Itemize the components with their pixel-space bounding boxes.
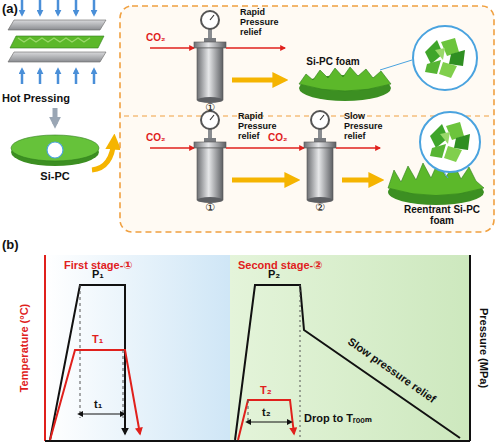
temperature-curve	[238, 400, 294, 440]
co2-inlet-arrow	[226, 147, 304, 149]
pressure-axis	[469, 255, 471, 441]
guide-line	[248, 400, 249, 424]
guide-line	[123, 350, 124, 418]
product-name: Si-PC foam	[296, 56, 370, 67]
gas-label: CO₂	[146, 32, 180, 43]
route-two	[150, 111, 484, 205]
si-pc-sheet	[10, 36, 104, 48]
panel-label: (b)	[2, 238, 32, 252]
zoom-line	[380, 60, 412, 70]
guide-line	[80, 285, 81, 418]
foam-microstructure	[430, 122, 470, 162]
sheet-texture	[18, 38, 90, 42]
step-label: Rapid Pressure relief	[240, 8, 294, 38]
press-arrows-down	[22, 0, 94, 14]
magnifier-small	[47, 142, 63, 158]
graphic-part	[39, 0, 42, 14]
pressure-vessel	[194, 11, 226, 103]
process-frame	[120, 6, 494, 232]
panel-label: (a)	[2, 2, 32, 16]
stage-title: First stage-①	[64, 259, 133, 272]
transfer-arrow	[232, 78, 282, 83]
stage-band: First stage-①	[46, 255, 230, 440]
foam-microstructure	[425, 38, 465, 78]
step-label: Rapid Pressure relief	[238, 112, 292, 142]
product-name: Reentrant Si-PC foam	[392, 204, 492, 226]
bottom-plate	[8, 52, 106, 62]
graphic-part	[39, 70, 42, 84]
material-name: Si-PC	[22, 170, 88, 182]
graphic-part	[75, 70, 78, 84]
pressure-curve	[50, 285, 125, 440]
graphic-part	[75, 0, 78, 14]
process-arrow	[53, 108, 58, 124]
temperature-axis	[44, 255, 46, 441]
graphic-part	[93, 70, 96, 84]
axis-title: Pressure (MPa)	[477, 273, 491, 423]
temperature-curve	[50, 350, 140, 440]
transfer-arrow	[92, 140, 114, 170]
si-pc-foam	[299, 67, 391, 91]
top-plate	[8, 20, 106, 30]
route-one	[150, 11, 477, 103]
outlet-arrow	[336, 147, 380, 149]
graphic-part	[57, 70, 60, 84]
press-arrows-up	[22, 70, 94, 84]
gas-label: CO₂	[268, 132, 302, 143]
graphic-part	[21, 0, 24, 14]
duration-arrow	[82, 414, 121, 415]
stage-number: ②	[312, 201, 328, 213]
stage-number: ①	[202, 101, 218, 113]
step-label: Slow Pressure relief	[344, 112, 390, 142]
magnifier	[420, 112, 480, 172]
pressure-curve	[235, 285, 460, 440]
gas-label: CO₂	[146, 132, 180, 143]
axis-title: Temperature (°C)	[17, 273, 31, 423]
si-pc-disk	[11, 135, 99, 161]
transfer-arrow	[342, 178, 378, 183]
co2-inlet-arrow	[150, 147, 194, 149]
guide-line	[300, 285, 301, 440]
hot-press	[8, 0, 114, 170]
time-axis	[45, 440, 470, 442]
stage-band: Second stage-②	[230, 255, 469, 440]
stage-title: Second stage-②	[238, 259, 323, 272]
co2-inlet-arrow	[150, 47, 194, 49]
magnifier	[413, 26, 477, 90]
graphic-part	[57, 0, 60, 14]
outlet-arrow	[226, 47, 285, 49]
pressure-vessel	[304, 111, 336, 203]
stage-number: ①	[202, 201, 218, 213]
duration-arrow	[250, 422, 288, 423]
process-name: Hot Pressing	[2, 92, 112, 104]
graphic-part	[21, 70, 24, 84]
pressure-vessel	[194, 111, 226, 203]
graphic-part	[93, 0, 96, 14]
transfer-arrow	[232, 178, 294, 183]
